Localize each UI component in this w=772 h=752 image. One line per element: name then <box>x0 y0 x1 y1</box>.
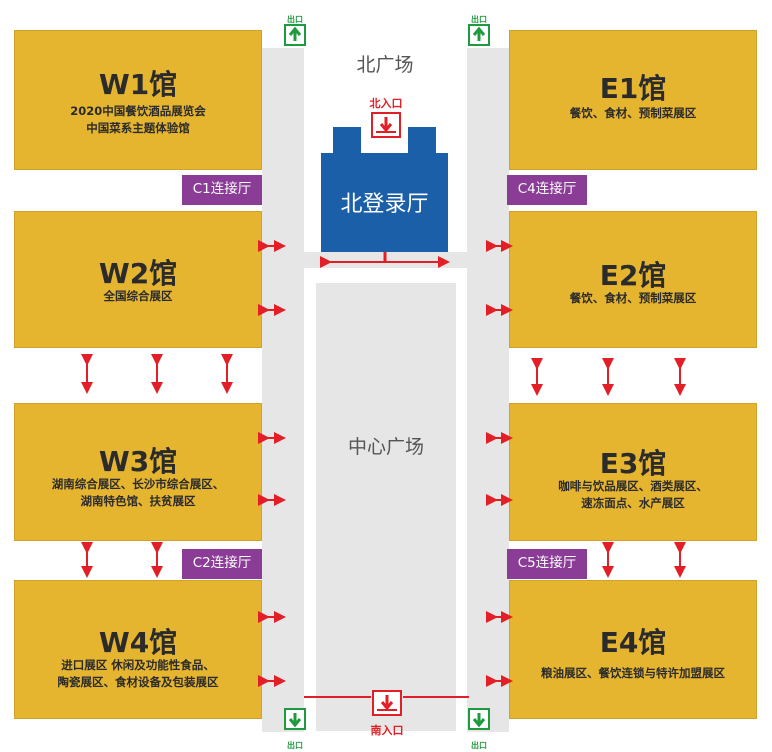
entrance-arrow-icon <box>377 695 397 711</box>
hall-e1-description: 餐饮、食材、预制菜展区 <box>569 106 697 120</box>
hall-w2-title: W2馆 <box>98 257 178 290</box>
hall-w3-title: W3馆 <box>98 445 178 478</box>
hall-e4-description: 粮油展区、餐饮连锁与特许加盟展区 <box>541 666 725 680</box>
center-plaza-label: 中心广场 <box>347 436 424 458</box>
hall-w1[interactable]: W1馆 2020中国餐饮酒品展览会中国菜系主题体验馆 <box>14 30 262 170</box>
center-plaza <box>316 283 456 731</box>
connector-c2[interactable]: C2连接厅 <box>182 549 262 579</box>
hall-e3[interactable]: E3馆 咖啡与饮品展区、酒类展区、速冻面点、水产展区 <box>509 403 757 541</box>
south-entrance[interactable] <box>372 690 402 716</box>
entrance-arrow-icon <box>376 117 396 133</box>
north-lobby-label: 北登录厅 <box>340 192 429 217</box>
hall-w1-title: W1馆 <box>98 68 178 101</box>
hall-w4[interactable]: W4馆 进口展区 休闲及功能性食品、陶瓷展区、食材设备及包装展区 <box>14 580 262 719</box>
hall-e1[interactable]: E1馆 餐饮、食材、预制菜展区 <box>509 30 757 170</box>
exit-sw[interactable] <box>284 708 306 730</box>
north-entrance[interactable] <box>371 112 401 138</box>
south-entrance-label: 南入口 <box>370 724 404 737</box>
hall-e2[interactable]: E2馆 餐饮、食材、预制菜展区 <box>509 211 757 348</box>
exit-se[interactable] <box>468 708 490 730</box>
hall-w3[interactable]: W3馆 湖南综合展区、长沙市综合展区、湖南特色馆、扶贫展区 <box>14 403 262 541</box>
exit-label-se: 出口 <box>471 741 487 750</box>
hall-e2-title: E2馆 <box>599 259 667 292</box>
hall-w3-description: 湖南综合展区、长沙市综合展区、湖南特色馆、扶贫展区 <box>51 477 225 508</box>
hall-w4-description: 进口展区 休闲及功能性食品、陶瓷展区、食材设备及包装展区 <box>57 658 219 689</box>
hall-e2-description: 餐饮、食材、预制菜展区 <box>569 291 697 305</box>
hall-e4-title: E4馆 <box>599 626 667 659</box>
north-plaza-label: 北广场 <box>356 54 414 76</box>
exit-down-arrow-icon <box>472 713 486 728</box>
exit-up-arrow-icon <box>288 26 302 41</box>
hall-w4-title: W4馆 <box>98 626 178 659</box>
north-entrance-label: 北入口 <box>369 97 403 110</box>
hall-e3-description: 咖啡与饮品展区、酒类展区、速冻面点、水产展区 <box>558 479 708 510</box>
exit-label-nw: 出口 <box>287 15 303 24</box>
hall-e4[interactable]: E4馆 粮油展区、餐饮连锁与特许加盟展区 <box>509 580 757 719</box>
exit-down-arrow-icon <box>288 713 302 728</box>
hall-e1-title: E1馆 <box>599 72 667 105</box>
exit-label-ne: 出口 <box>471 15 487 24</box>
hall-w2-description: 全国综合展区 <box>103 289 173 303</box>
exit-up-arrow-icon <box>472 26 486 41</box>
connector-c5[interactable]: C5连接厅 <box>507 549 587 579</box>
hall-w1-description: 2020中国餐饮酒品展览会中国菜系主题体验馆 <box>70 104 206 135</box>
exit-ne[interactable] <box>468 24 490 46</box>
exit-label-sw: 出口 <box>287 741 303 750</box>
hall-e3-title: E3馆 <box>599 447 667 480</box>
connector-c1[interactable]: C1连接厅 <box>182 175 262 205</box>
hall-w2[interactable]: W2馆 全国综合展区 <box>14 211 262 348</box>
connector-c4[interactable]: C4连接厅 <box>507 175 587 205</box>
exit-nw[interactable] <box>284 24 306 46</box>
